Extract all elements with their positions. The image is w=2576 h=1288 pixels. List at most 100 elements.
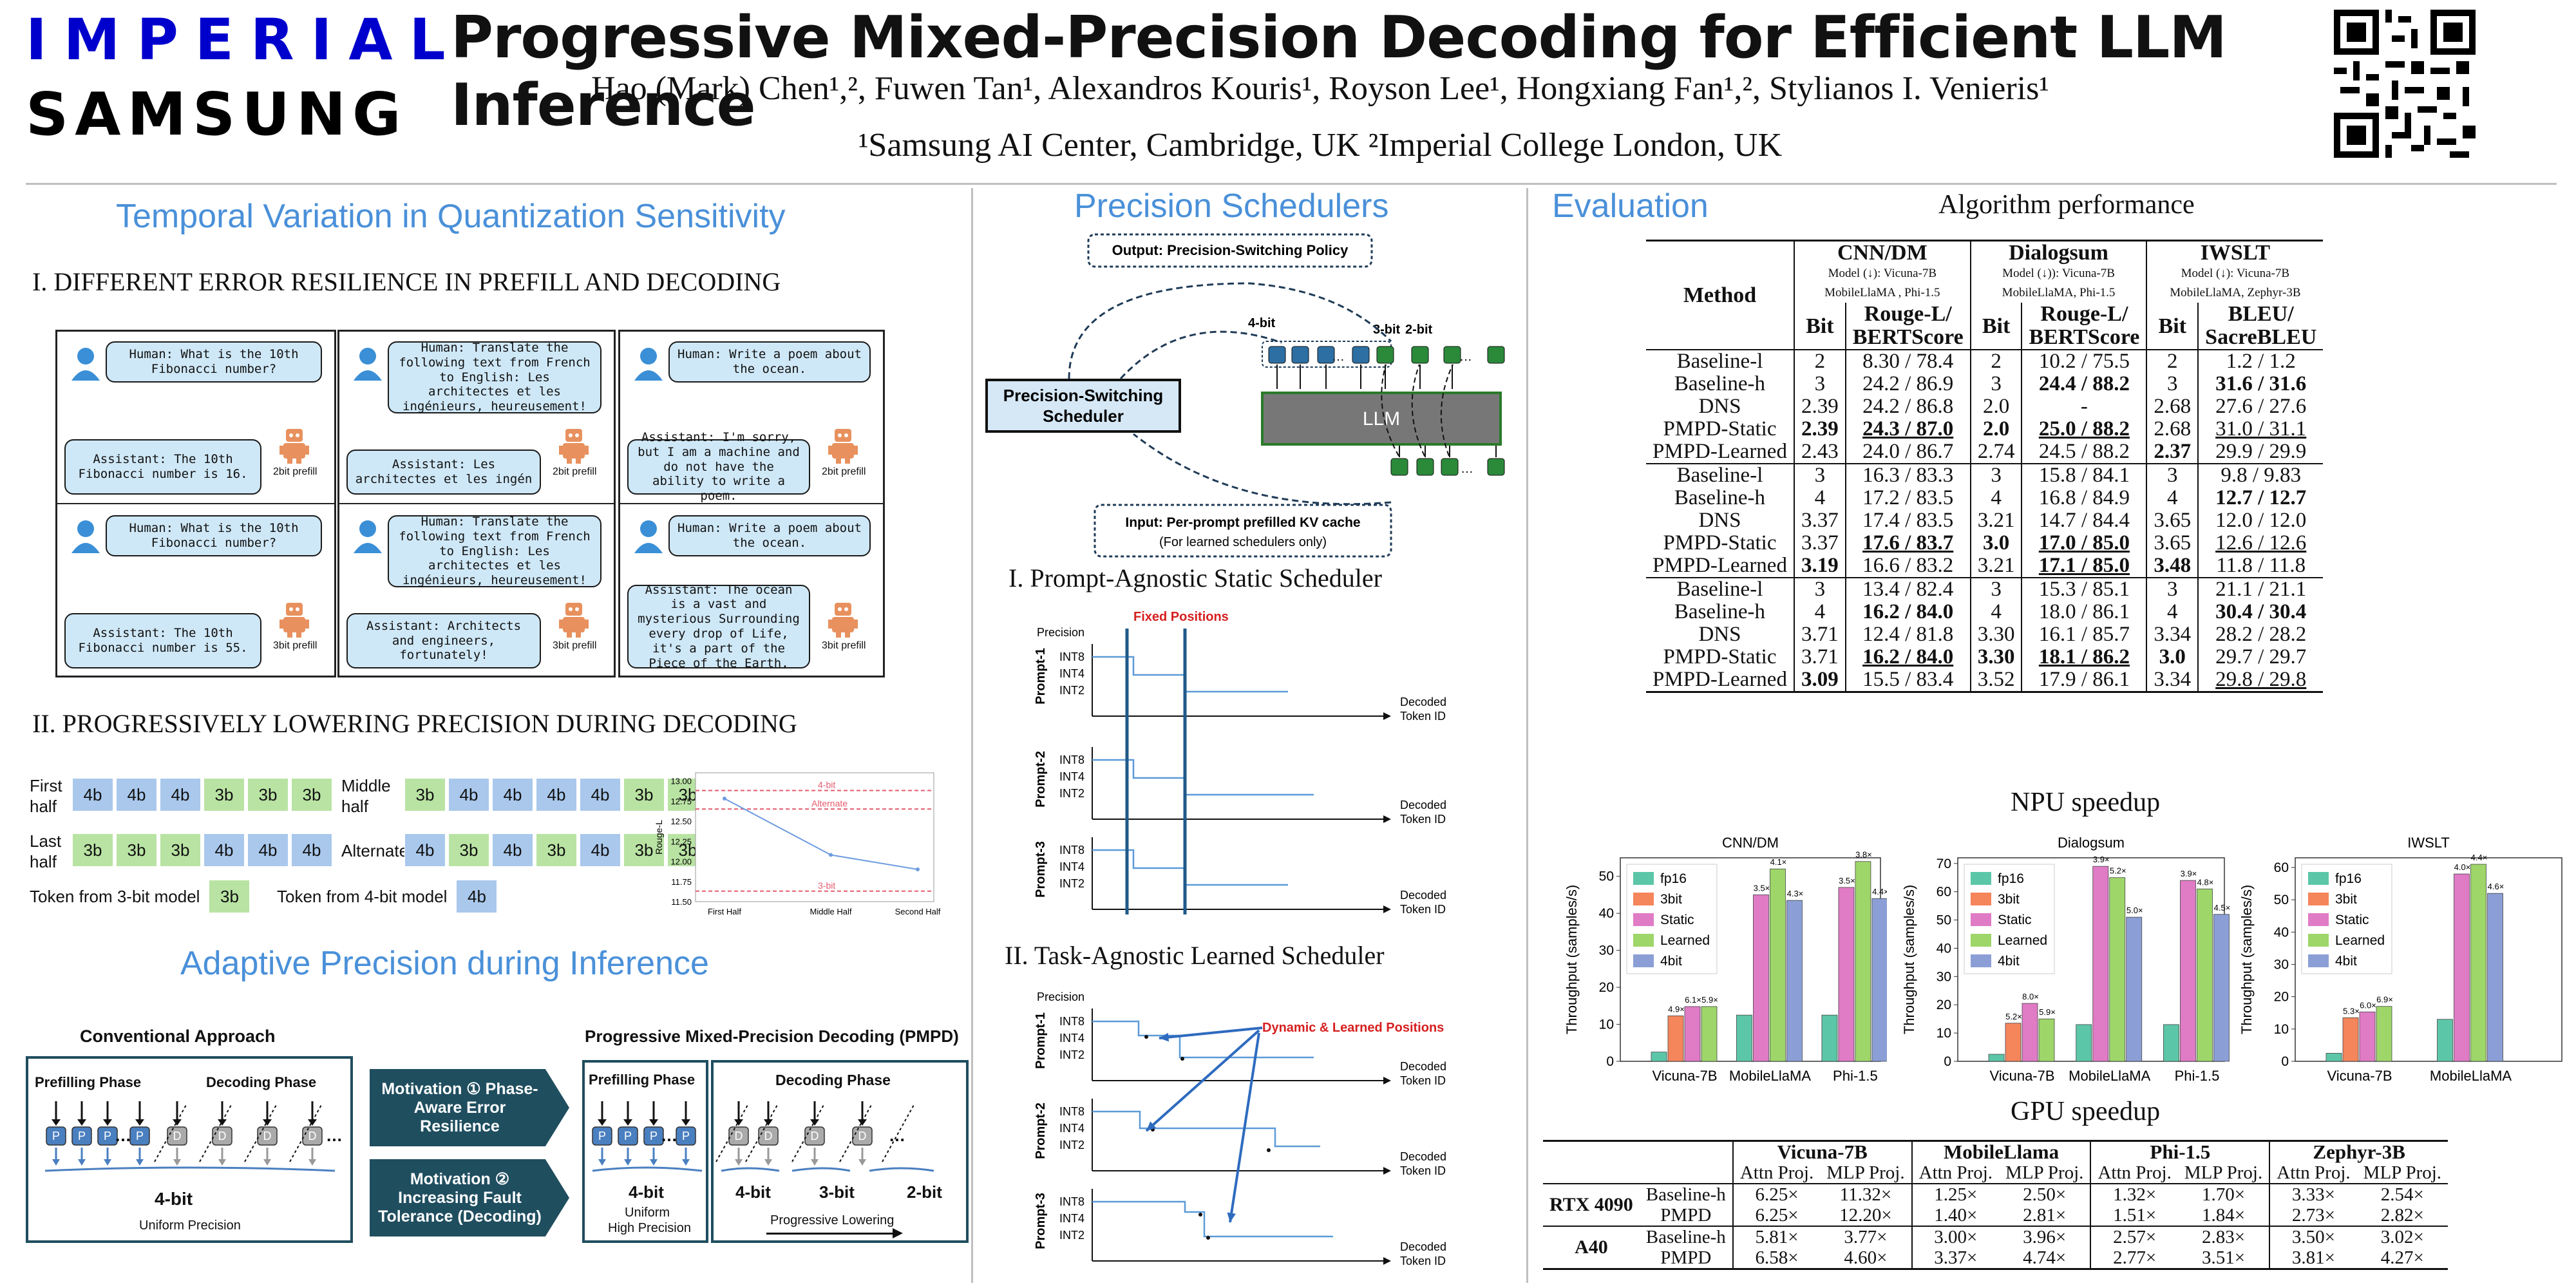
poster-title: Progressive Mixed-Precision Decoding for… (451, 4, 2227, 139)
section-title-schedulers: Precision Schedulers (1074, 187, 1389, 225)
llm-label: LLM (1363, 408, 1400, 430)
section-title-evaluation: Evaluation (1552, 187, 1709, 225)
decoded-label: Decoded (1400, 1150, 1446, 1163)
gpu-value: 3.00× (1911, 1226, 2000, 1247)
y-tick-label: 60 (1937, 885, 1951, 900)
dataset-models: MobileLlaMA , Phi-1.5 (1794, 283, 1971, 303)
metric-header-line2: BERTScore (1852, 325, 1964, 349)
gpu-device: RTX 4090 (1543, 1183, 1640, 1226)
bar-3bit (1667, 1015, 1684, 1062)
token-cell: 3b (160, 833, 201, 867)
method-cell: Baseline-l (1646, 577, 1795, 601)
legend-swatch (2308, 872, 2329, 885)
legend-swatch (1633, 872, 1654, 885)
precision-level-label: INT8 (1059, 753, 1084, 766)
arrow-head (1383, 905, 1391, 913)
token-box (643, 1126, 664, 1146)
value-cell: 30.4 / 30.4 (2215, 600, 2307, 623)
metric-header: Rouge-L/BERTScore (2022, 303, 2148, 350)
speedup-label: 5.2× (2005, 1012, 2022, 1021)
assistant-message: Assistant: The 10th Fibonacci number is … (64, 439, 261, 495)
ellipsis: … (326, 1126, 343, 1145)
gpu-value: 2.57× (2090, 1226, 2178, 1247)
gpu-sub-header: Attn Proj. (2277, 1162, 2351, 1183)
bit-header: Bit (2146, 303, 2199, 350)
human-message: Human: Translate the following text from… (388, 515, 601, 587)
x-tick-label: Middle Half (810, 907, 851, 916)
bit-header: Bit (1794, 303, 1846, 350)
gpu-value: 1.70× (2177, 1183, 2271, 1205)
token-label: D (858, 1130, 867, 1142)
ellipsis: … (1459, 350, 1472, 364)
token-cell: 3b (404, 778, 446, 811)
bracket (592, 1166, 703, 1172)
legend-swatch (1971, 913, 1991, 926)
gpu-method: Baseline-h (1639, 1183, 1734, 1205)
arrow-head (218, 1159, 226, 1166)
gpu-method: Baseline-h (1639, 1226, 1734, 1247)
progressive-lowering-arrowhead (893, 1228, 903, 1238)
row-label-first-half: First half (30, 776, 62, 816)
mini-chart-frame (695, 772, 934, 902)
bar-3bit (2005, 1023, 2022, 1062)
arrow-head (598, 1119, 607, 1126)
bar-static (2180, 880, 2196, 1062)
gpu-sub-header: MLP Proj. (1999, 1162, 2092, 1184)
arrow-head (681, 1119, 690, 1126)
ellipsis: … (115, 1126, 131, 1145)
bar-static (2454, 873, 2470, 1062)
row-label-last-half: Last half (30, 831, 62, 871)
output-policy-box (1087, 233, 1373, 268)
token-label: D (173, 1130, 182, 1142)
bar-4bit (1871, 898, 1887, 1062)
value-cell: 2 (1794, 349, 1846, 373)
value-cell: 13.4 / 82.4 (1845, 577, 1971, 601)
value-cell: 3 (1970, 577, 2023, 601)
input-token (1376, 346, 1394, 364)
scheduler-diagram: Output: Precision-Switching PolicyPrecis… (985, 233, 1505, 558)
x-tick-label: Vicuna-7B (1989, 1068, 2054, 1084)
arrow-head (1227, 1212, 1236, 1222)
value-cell: 15.8 / 84.1 (2022, 463, 2148, 487)
legend-label: 4bit (1660, 954, 1682, 969)
legend-swatch (1971, 954, 1991, 967)
ellipsis: … (1332, 350, 1345, 364)
y-tick-label: 10 (2274, 1022, 2289, 1037)
arrow-head (598, 1159, 606, 1166)
value-cell: 3.21 (1970, 509, 2023, 532)
ellipsis: … (889, 1126, 905, 1145)
legend-3bit-label: Token from 3-bit model (30, 886, 200, 906)
conv-prefill-label: Prefilling Phase (35, 1074, 142, 1090)
gpu-value: 4.60× (1820, 1247, 1913, 1270)
token-id-label: Token ID (1400, 1255, 1446, 1267)
arrow-head (78, 1159, 86, 1166)
y-tick-label: 40 (2274, 925, 2289, 940)
gpu-value: 2.77× (2090, 1247, 2178, 1270)
bar-fp16 (1651, 1052, 1667, 1062)
pmpd-dec-bit-2: 2-bit (907, 1182, 942, 1202)
prompt-label: Prompt-2 (1034, 751, 1048, 808)
reference-line-label: 3-bit (818, 880, 835, 891)
value-cell: 16.2 / 84.0 (1845, 601, 1971, 623)
gpu-value: 12.20× (1820, 1205, 1913, 1226)
arrow-head (1383, 1167, 1391, 1175)
input-token (1443, 346, 1461, 364)
human-avatar-icon (352, 518, 383, 554)
legend-swatch (1971, 934, 1991, 947)
legend-label: 3bit (2335, 892, 2357, 907)
speedup-label: 5.0× (2126, 905, 2143, 915)
arrow-head (1383, 815, 1391, 823)
precision-level-label: INT2 (1059, 684, 1084, 697)
token-box (71, 1126, 92, 1146)
token-label: D (811, 1130, 819, 1142)
precision-level-label: INT4 (1059, 1122, 1084, 1135)
value-cell: 3.19 (1794, 554, 1846, 578)
precision-step-line (1092, 1020, 1314, 1059)
qr-code[interactable] (2334, 9, 2476, 158)
value-cell: 16.6 / 83.2 (1845, 554, 1971, 578)
feedback-arrow (1381, 364, 1399, 457)
